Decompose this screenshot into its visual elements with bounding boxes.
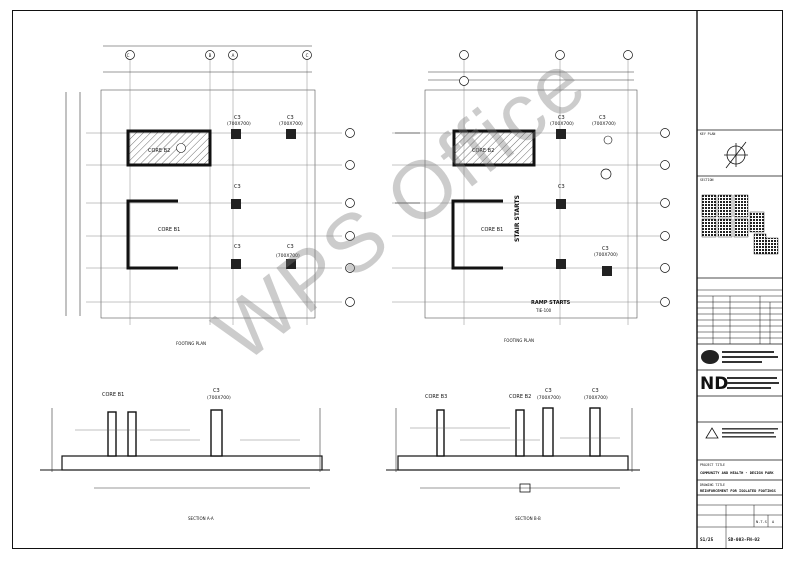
right-section-col-2: C3 <box>592 388 599 394</box>
section-left <box>40 408 330 489</box>
ramp-starts-label: RAMP STARTS <box>531 300 571 306</box>
key-plan-heading: KEY PLAN <box>700 132 715 136</box>
left-col-label-5: C3 <box>287 244 294 250</box>
left-section-col-size: (700X700) <box>207 395 231 401</box>
right-col-label-1: C3 <box>558 115 565 121</box>
right-section-core-b3: CORE B3 <box>425 394 447 400</box>
right-section-core-b2: CORE B2 <box>509 394 531 400</box>
revision-value: A <box>772 520 775 524</box>
project-title-heading: PROJECT TITLE <box>700 463 725 467</box>
ramp-sub-label: TIE-100 <box>535 308 552 313</box>
right-section-caption: SECTION B-B <box>515 516 541 521</box>
left-col-size-1: (700X700) <box>227 121 251 127</box>
right-col-size-3: (700X700) <box>594 252 618 258</box>
design-centre-logo <box>705 427 778 439</box>
right-col-size-2: (700X700) <box>592 121 616 127</box>
drawing-number: SD-003-FN-02 <box>728 537 760 543</box>
client-logo <box>701 350 778 364</box>
left-col-label-3: C3 <box>234 184 241 190</box>
north-arrow-icon <box>724 141 748 169</box>
right-col-label-2: C3 <box>599 115 606 121</box>
left-bubble-top-3: A <box>232 53 235 58</box>
right-section-col-2-size: (700X700) <box>584 395 608 401</box>
right-core-b2-label: CORE B2 <box>472 148 494 154</box>
stair-starts-label: STAIR STARTS <box>514 195 521 242</box>
footing-plan-left <box>65 45 355 325</box>
project-name: COMMUNITY AND HEALTH - DESIGN PARK <box>700 471 774 475</box>
left-col-label-1: C3 <box>234 115 241 121</box>
right-section-col-1: C3 <box>545 388 552 394</box>
key-plan-graphic <box>701 194 779 255</box>
drawing-title: REINFORCEMENT FOR ISOLATED FOOTINGS <box>700 489 776 493</box>
left-section-col-label: C3 <box>213 388 220 394</box>
left-bubble-top-1: C <box>127 53 130 58</box>
svg-text:ND: ND <box>700 374 728 394</box>
left-col-size-2: (700X700) <box>279 121 303 127</box>
right-core-b1-label: CORE B1 <box>481 227 503 233</box>
left-col-label-4: C3 <box>234 244 241 250</box>
right-section-col-1-size: (700X700) <box>537 395 561 401</box>
right-plan-caption: FOOTING PLAN <box>504 338 534 343</box>
footing-plan-right <box>392 50 670 325</box>
right-col-label-4: C3 <box>602 246 609 252</box>
scale-value: N.T.S <box>756 520 767 524</box>
sheet-number: S1/25 <box>700 537 714 543</box>
consultant-logo: ND <box>700 374 779 394</box>
left-bubble-top-2: B <box>209 53 212 58</box>
right-col-label-3: C3 <box>558 184 565 190</box>
right-col-size-1: (700X700) <box>550 121 574 127</box>
left-core-b2-label: CORE B2 <box>148 148 170 154</box>
left-plan-caption: FOOTING PLAN <box>176 341 206 346</box>
drawing-sheet <box>12 10 783 549</box>
left-col-label-2: C3 <box>287 115 294 121</box>
title-block <box>696 11 783 549</box>
left-bubble-top-4: C <box>306 53 309 58</box>
left-section-caption: SECTION A-A <box>188 516 214 521</box>
left-col-size-3: (700X700) <box>276 253 300 259</box>
left-section-core-label: CORE B1 <box>102 392 124 398</box>
left-core-b1-label: CORE B1 <box>158 227 180 233</box>
section-right <box>386 407 640 493</box>
drawing-title-heading: DRAWING TITLE <box>700 483 725 487</box>
section-heading: SECTION <box>700 178 714 182</box>
